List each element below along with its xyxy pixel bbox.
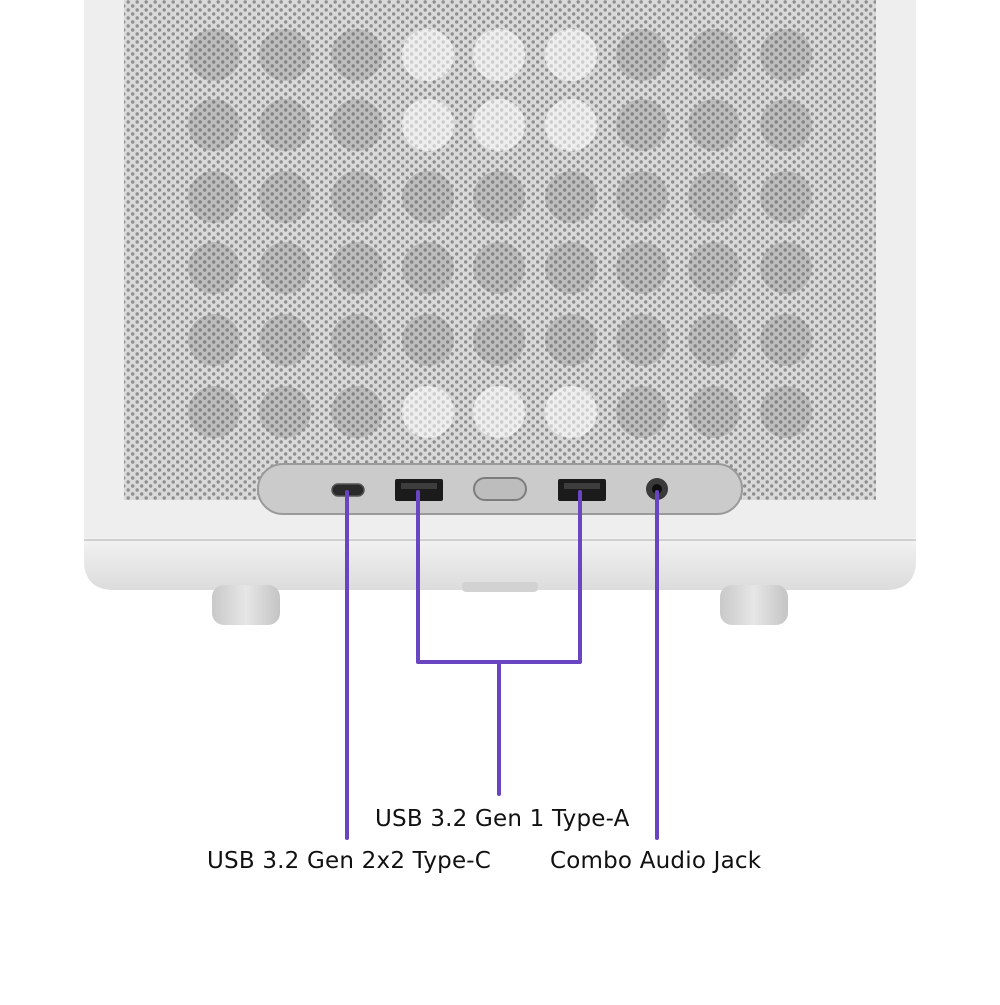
fan-shadow-blob (688, 314, 740, 366)
fan-shadow-blob (760, 171, 812, 223)
fan-shadow-blob (188, 29, 240, 81)
fan-shadow-blob (473, 171, 525, 223)
fan-shadow-blob (402, 29, 454, 81)
fan-shadow-blob (188, 242, 240, 294)
fan-shadow-blob (545, 386, 597, 438)
fan-blade-shadows (188, 29, 812, 438)
fan-shadow-blob (688, 171, 740, 223)
fan-shadow-blob (188, 314, 240, 366)
fan-shadow-blob (688, 99, 740, 151)
fan-shadow-blob (616, 29, 668, 81)
fan-shadow-blob (188, 386, 240, 438)
fan-shadow-blob (473, 99, 525, 151)
fan-shadow-blob (402, 99, 454, 151)
fan-shadow-blob (331, 99, 383, 151)
fan-shadow-blob (259, 242, 311, 294)
fan-shadow-blob (331, 242, 383, 294)
fan-shadow-blob (259, 386, 311, 438)
fan-shadow-blob (331, 171, 383, 223)
usb-a-port-right-icon (558, 479, 606, 501)
fan-shadow-blob (259, 29, 311, 81)
fan-shadow-blob (473, 314, 525, 366)
fan-shadow-blob (760, 314, 812, 366)
center-foot (462, 582, 538, 592)
callout-label-audio-jack: Combo Audio Jack (550, 848, 762, 874)
fan-shadow-blob (545, 171, 597, 223)
fan-shadow-blob (545, 99, 597, 151)
fan-shadow-blob (188, 171, 240, 223)
fan-shadow-blob (545, 29, 597, 81)
fan-shadow-blob (259, 314, 311, 366)
fan-shadow-blob (402, 386, 454, 438)
power-button-icon (473, 477, 527, 501)
fan-shadow-blob (760, 29, 812, 81)
callout-label-usb-a: USB 3.2 Gen 1 Type-A (375, 806, 630, 832)
fan-shadow-blob (545, 314, 597, 366)
fan-shadow-blob (331, 386, 383, 438)
fan-shadow-blob (473, 386, 525, 438)
fan-shadow-blob (760, 386, 812, 438)
fan-shadow-blob (259, 99, 311, 151)
left-foot (212, 585, 280, 625)
callout-label-usb-c: USB 3.2 Gen 2x2 Type-C (207, 848, 492, 874)
case-base (84, 538, 916, 590)
fan-shadow-blob (331, 314, 383, 366)
fan-shadow-blob (402, 314, 454, 366)
fan-shadow-blob (402, 171, 454, 223)
usb-a-port-left-icon (395, 479, 443, 501)
fan-shadow-blob (688, 29, 740, 81)
fan-shadow-blob (616, 386, 668, 438)
fan-shadow-blob (616, 242, 668, 294)
fan-shadow-blob (473, 242, 525, 294)
fan-shadow-blob (331, 29, 383, 81)
fan-shadow-blob (402, 242, 454, 294)
audio-jack-icon (646, 478, 668, 500)
fan-shadow-blob (473, 29, 525, 81)
fan-shadow-blob (259, 171, 311, 223)
fan-shadow-blob (760, 99, 812, 151)
fan-shadow-blob (616, 314, 668, 366)
fan-shadow-blob (188, 99, 240, 151)
callout-leader-lines (345, 490, 659, 840)
fan-shadow-blob (616, 171, 668, 223)
fan-shadow-blob (616, 99, 668, 151)
fan-shadow-blob (688, 242, 740, 294)
right-foot (720, 585, 788, 625)
fan-shadow-blob (760, 242, 812, 294)
fan-shadow-blob (688, 386, 740, 438)
fan-shadow-blob (545, 242, 597, 294)
